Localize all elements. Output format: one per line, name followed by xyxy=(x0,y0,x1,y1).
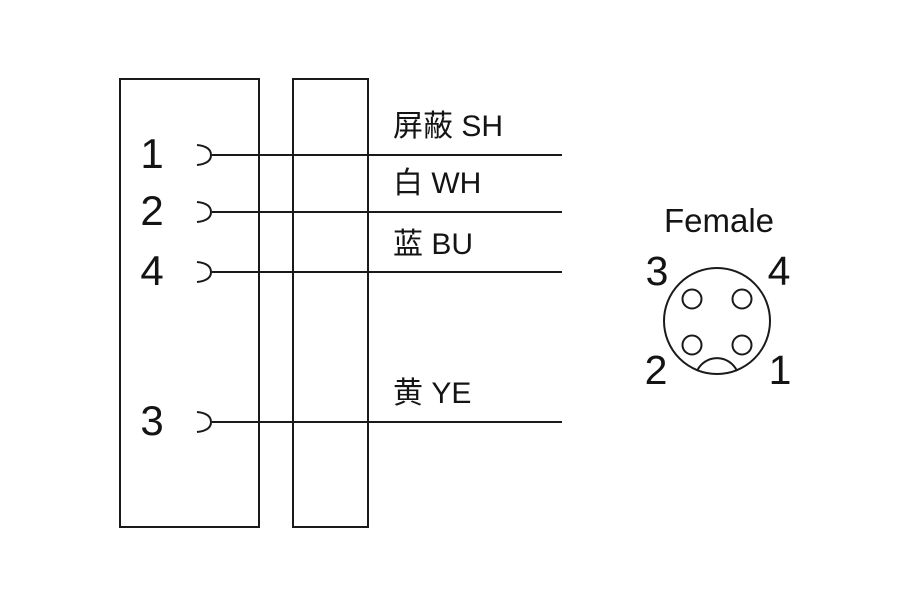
pin-hole-1 xyxy=(731,334,753,356)
connector-face-title: Female xyxy=(663,202,775,239)
pin-number-3: 3 xyxy=(140,397,164,444)
wire-label-white: 白 WH xyxy=(393,167,482,200)
pin-hole-4 xyxy=(731,288,753,310)
pin-number-2: 2 xyxy=(140,187,164,234)
keying-notch xyxy=(696,357,738,372)
wire-label-blue: 蓝 BU xyxy=(393,228,474,261)
wire-line-yellow xyxy=(212,421,562,423)
face-pin-label-3: 3 xyxy=(645,248,669,294)
wire-line-blue xyxy=(212,271,562,273)
connector-body-outline xyxy=(119,78,260,528)
face-pin-label-4: 4 xyxy=(767,248,791,294)
face-pin-label-1: 1 xyxy=(768,347,792,393)
connector-face-outline xyxy=(663,267,771,375)
cable-section-outline xyxy=(292,78,369,528)
socket-contact-icon xyxy=(196,411,213,433)
socket-contact-icon xyxy=(196,261,213,283)
socket-contact-icon xyxy=(196,144,213,166)
wire-label-shield: 屏蔽 SH xyxy=(393,110,504,143)
pin-hole-2 xyxy=(681,334,703,356)
wire-line-white xyxy=(212,211,562,213)
wire-label-yellow: 黄 YE xyxy=(393,377,472,410)
face-pin-label-2: 2 xyxy=(644,347,668,393)
wire-line-shield xyxy=(212,154,562,156)
pin-number-4: 4 xyxy=(140,247,164,294)
pin-hole-3 xyxy=(681,288,703,310)
pin-number-1: 1 xyxy=(140,130,164,177)
connector-face-icon xyxy=(663,267,771,375)
socket-contact-icon xyxy=(196,201,213,223)
